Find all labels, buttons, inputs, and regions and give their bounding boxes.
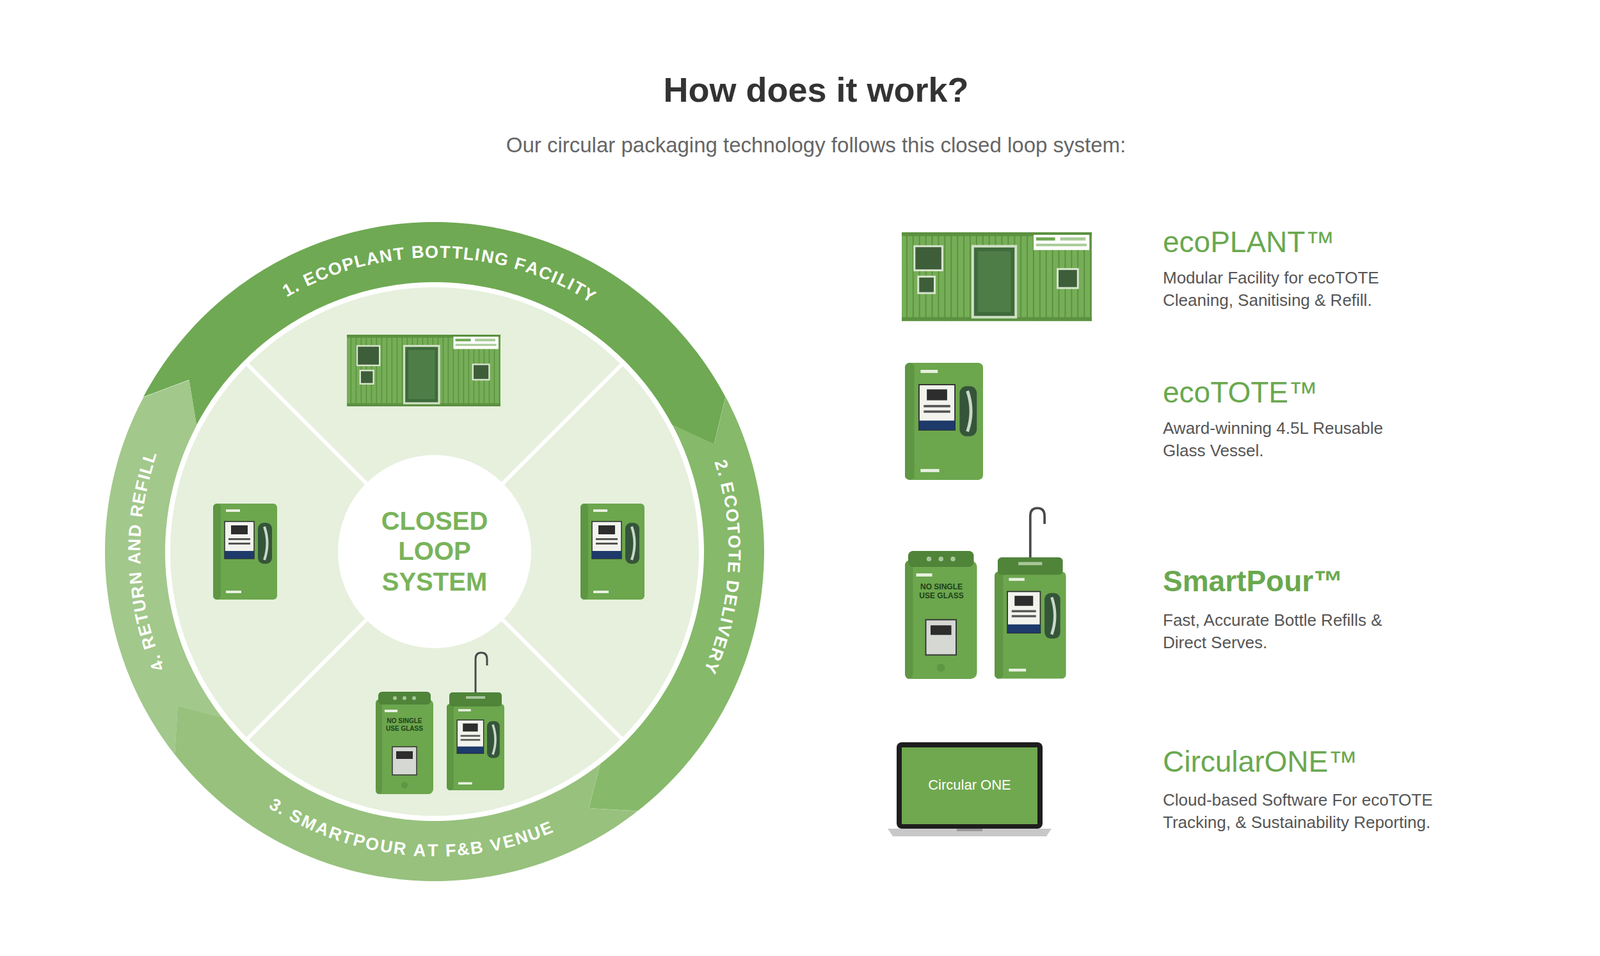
ring-arrow-band: 1. ECOPLANT BOTTLING FACILITY [142,220,727,446]
arc-letter: D [722,579,742,594]
arc-letter: O [722,507,742,523]
arc-letter: N [126,538,144,552]
ring-arrow [588,396,765,812]
arc-letter: T [723,522,742,535]
product-name: ecoPLANT™ [1162,225,1335,260]
arc-letter: A [364,248,381,269]
device-print: NO SINGLE USE GLASS [913,583,970,601]
arc-letter: C [720,493,740,509]
arc-letter: T [392,245,406,264]
page-subtitle: Our circular packaging technology follow… [32,132,1600,159]
product-name: CircularONE™ [1162,744,1358,779]
arc-letter: A [126,552,144,566]
arc-letter: O [424,243,439,261]
ring-label: 4. RETURN AND REFILL [126,448,168,676]
screen-text: Circular ONE [901,776,1038,794]
arc-letter [407,841,414,860]
product-description: Award-winning 4.5L Reusable Glass Vessel… [1162,417,1419,463]
arc-letter: B [410,243,425,262]
ring-arrow-band: 2. ECOTOTE DELIVERY [587,395,766,813]
product-name: SmartPour™ [1162,564,1343,599]
arc-letter: O [725,535,744,550]
arc-letter: E [717,480,737,496]
arc-letter [724,573,743,580]
ring-arrow [143,222,726,445]
ring-arrow-band: 4. RETURN AND REFILL [103,378,224,756]
arc-letter: N [127,571,146,586]
arc-letter: R [392,839,408,859]
arc-letter [404,244,411,263]
band-shape [103,378,224,756]
arc-letter: A [413,841,427,860]
ring-label: 2. ECOTOTE DELIVERY [701,455,744,677]
arc-letter: N [480,247,496,267]
ring-label: 3. SMARTPOUR AT F&B VENUE [265,796,557,861]
product-description: Modular Facility for ecoTOTE Cleaning, S… [1162,266,1419,312]
product-description: Fast, Accurate Bottle Refills & Direct S… [1162,609,1419,655]
arc-letter: O [364,834,381,855]
arc-letter: V [488,835,504,855]
arc-letter: E [130,490,150,506]
band-shape [587,395,766,813]
arc-letter: E [720,592,740,607]
arc-letter: T [439,243,451,262]
device-print: NO SINGLE USE GLASS [382,717,427,733]
arc-letter: T [451,243,463,262]
center-circle: CLOSED LOOP SYSTEM [337,455,532,649]
arc-letter [126,565,144,572]
center-title: CLOSED LOOP SYSTEM [381,506,489,598]
arc-letter: F [444,841,457,860]
product-name: ecoTOTE™ [1162,375,1318,410]
arc-letter: T [725,549,743,561]
arc-letter: T [427,842,439,860]
arc-letter: L [462,245,475,264]
arc-letter: D [126,524,145,538]
arc-letter: N [378,246,394,266]
ring-label: 1. ECOPLANT BOTTLING FACILITY [279,243,599,305]
ring-arrow [174,705,638,882]
arc-letter: U [378,837,395,857]
page-title: How does it work? [32,69,1600,111]
arc-letter: G [492,249,511,270]
arc-letter: B [469,839,485,858]
product-description: Cloud-based Software For ecoTOTE Trackin… [1162,789,1464,834]
arc-letter: R [128,503,148,519]
arc-letter: & [456,840,471,859]
arc-letter [128,517,146,525]
arc-letter: E [724,561,743,574]
ring-arrow [104,380,223,755]
arc-letter: R [128,584,148,600]
arc-letter [439,842,445,860]
